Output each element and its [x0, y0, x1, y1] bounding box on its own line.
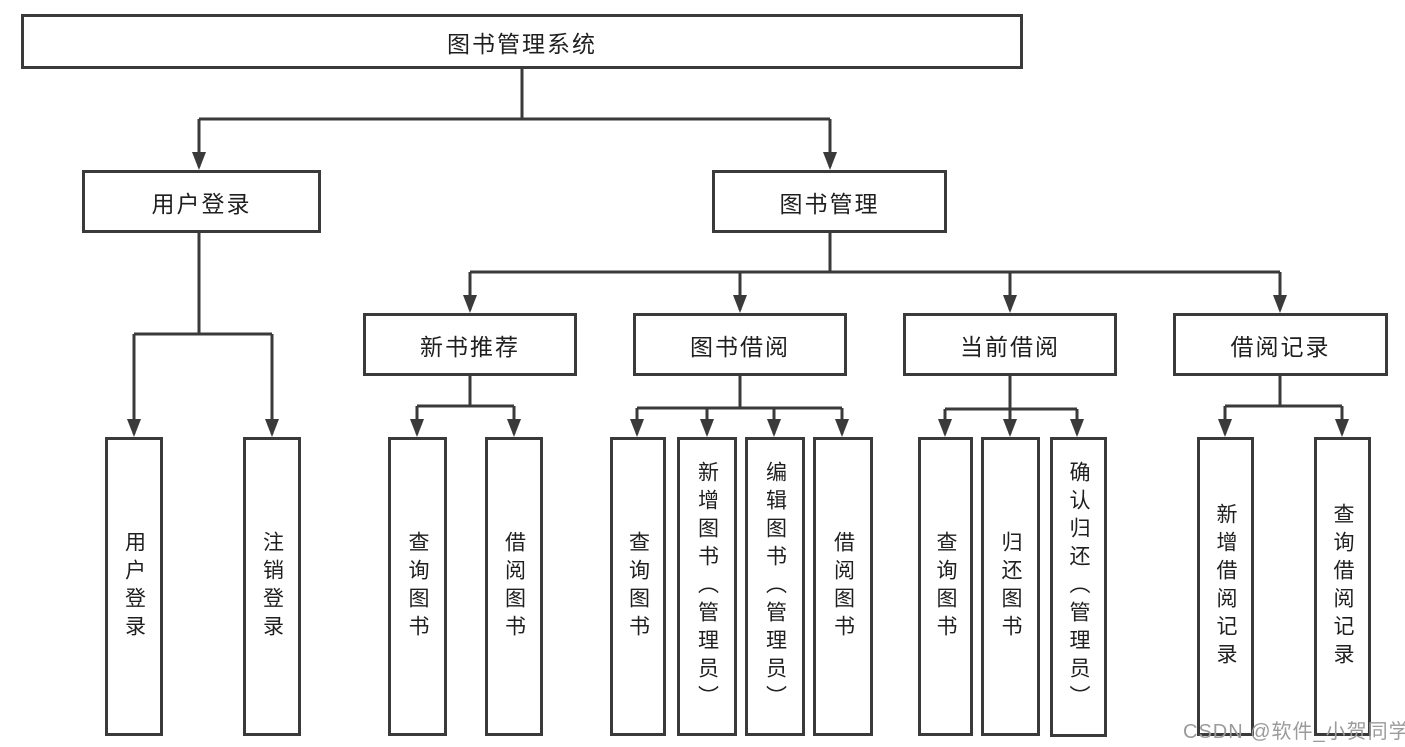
node-label: 借阅记录	[1230, 333, 1331, 360]
leaf-borrow-books-recommend: 借阅图书	[485, 437, 543, 736]
node-label: 新书推荐	[420, 333, 520, 360]
node-label: 当前借阅	[960, 333, 1060, 360]
node-label: 确认归还（管理员）	[1067, 461, 1090, 713]
leaf-return-books: 归还图书	[981, 437, 1040, 736]
node-label: 查询借阅记录	[1331, 502, 1354, 671]
leaf-borrow-books: 借阅图书	[813, 437, 873, 736]
node-new-book-recommendation: 新书推荐	[363, 313, 577, 376]
leaf-add-borrow-record: 新增借阅记录	[1197, 437, 1254, 736]
node-user-login: 用户登录	[82, 170, 321, 233]
csdn-watermark: CSDN @软件_小贺同学	[1183, 721, 1405, 743]
node-book-borrowing: 图书借阅	[633, 313, 847, 376]
node-label: 注销登录	[260, 530, 284, 643]
node-borrowing-records: 借阅记录	[1173, 313, 1388, 376]
leaf-search-books-borrow: 查询图书	[610, 437, 666, 736]
node-label: 图书管理	[779, 190, 880, 217]
leaf-search-books-recommend: 查询图书	[388, 437, 447, 736]
node-label: 图书借阅	[690, 333, 790, 360]
leaf-edit-books-admin: 编辑图书（管理员）	[745, 437, 805, 736]
node-label: 查询图书	[626, 530, 650, 643]
node-label: 借阅图书	[831, 530, 855, 643]
leaf-search-books-current: 查询图书	[918, 437, 973, 736]
leaf-confirm-return-admin: 确认归还（管理员）	[1050, 437, 1107, 737]
node-label: 用户登录	[151, 190, 252, 217]
arrowheads	[127, 152, 1349, 437]
node-label: 借阅图书	[502, 530, 526, 643]
node-book-management: 图书管理	[712, 170, 947, 233]
node-current-borrowing: 当前借阅	[903, 313, 1117, 376]
node-label: 归还图书	[999, 530, 1022, 643]
node-library-management-system: 图书管理系统	[21, 14, 1023, 69]
leaf-user-login: 用户登录	[105, 437, 163, 736]
node-label: 编辑图书（管理员）	[763, 460, 787, 713]
node-label: 用户登录	[122, 530, 146, 643]
node-label: 查询图书	[406, 530, 429, 643]
leaf-add-books-admin: 新增图书（管理员）	[677, 437, 737, 736]
leaf-logout: 注销登录	[243, 437, 301, 736]
node-label: 新增图书（管理员）	[695, 460, 719, 713]
node-label: 新增借阅记录	[1214, 502, 1237, 671]
leaf-search-borrow-record: 查询借阅记录	[1314, 437, 1371, 736]
node-label: 查询图书	[934, 530, 957, 643]
node-label: 图书管理系统	[447, 30, 597, 57]
